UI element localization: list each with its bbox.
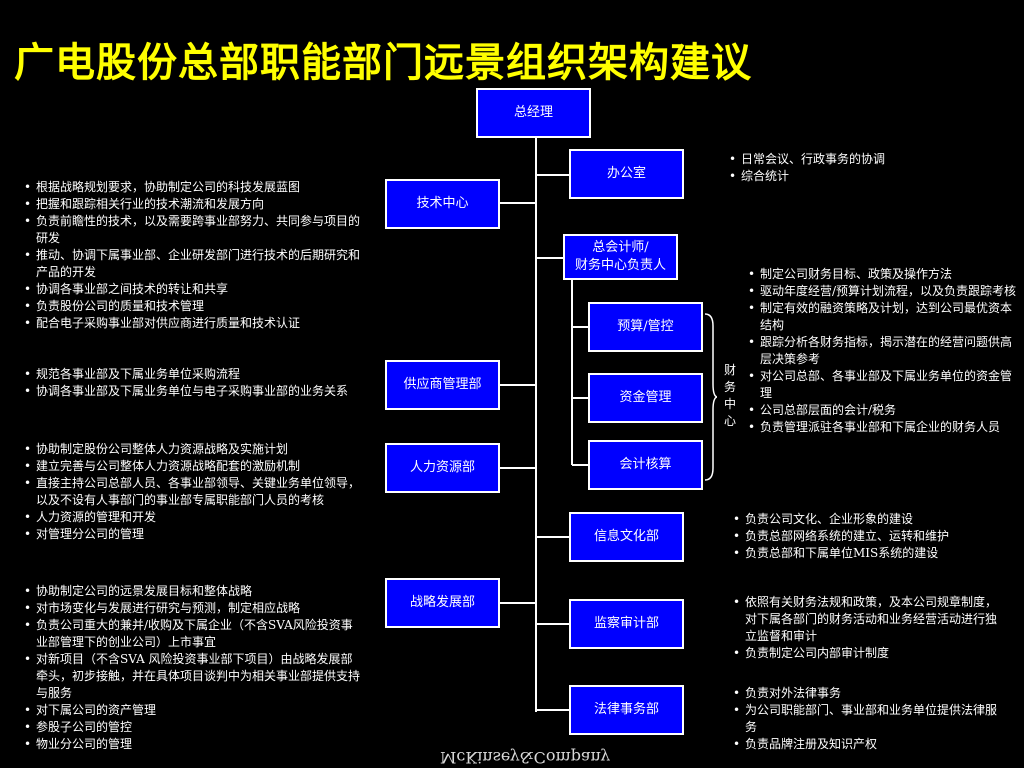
- supplier-management-duties: 规范各事业部及下属业务单位采购流程协调各事业部及下属业务单位与电子采购事业部的业…: [22, 366, 352, 400]
- bullet-item: 把握和跟踪相关行业的技术潮流和发展方向: [22, 196, 362, 213]
- bullet-item: 依照有关财务法规和政策，及本公司规章制度，对下属各部门的财务活动和业务经营活动进…: [731, 594, 999, 645]
- audit-duties: 依照有关财务法规和政策，及本公司规章制度，对下属各部门的财务活动和业务经营活动进…: [731, 594, 999, 662]
- bullet-item: 跟踪分析各财务指标，揭示潜在的经营问题供高层决策参考: [746, 334, 1020, 368]
- legal-duties: 负责对外法律事务为公司职能部门、事业部和业务单位提供法律服务负责品牌注册及知识产…: [731, 685, 999, 753]
- bullet-item: 负责总部和下属单位MIS系统的建设: [731, 545, 1011, 562]
- finance-center-duties: 制定公司财务目标、政策及操作方法驱动年度经营/预算计划流程，以及负责跟踪考核制定…: [746, 266, 1020, 436]
- bullet-item: 人力资源的管理和开发: [22, 509, 362, 526]
- strategy-box: 战略发展部: [385, 578, 500, 628]
- bullet-item: 负责对外法律事务: [731, 685, 999, 702]
- bullet-item: 制定有效的融资策略及计划，达到公司最优资本结构: [746, 300, 1020, 334]
- strategy-duties: 协助制定公司的远景发展目标和整体战略对市场变化与发展进行研究与预测，制定相应战略…: [22, 583, 362, 753]
- bullet-item: 根据战略规划要求，协助制定公司的科技发展蓝图: [22, 179, 362, 196]
- bullet-item: 对市场变化与发展进行研究与预测，制定相应战略: [22, 600, 362, 617]
- bullet-item: 负责管理派驻各事业部和下属企业的财务人员: [746, 419, 1020, 436]
- bullet-item: 协助制定公司的远景发展目标和整体战略: [22, 583, 362, 600]
- bullet-item: 协调各事业部之间技术的转让和共享: [22, 281, 362, 298]
- bullet-item: 负责公司文化、企业形象的建设: [731, 511, 1011, 528]
- general-manager-box: 总经理: [476, 88, 591, 138]
- bullet-item: 协调各事业部及下属业务单位与电子采购事业部的业务关系: [22, 383, 352, 400]
- finance-center-brace: [704, 313, 717, 481]
- hr-duties: 协助制定股份公司整体人力资源战略及实施计划建立完善与公司整体人力资源战略配套的激…: [22, 441, 362, 543]
- tech-center-duties: 根据战略规划要求，协助制定公司的科技发展蓝图把握和跟踪相关行业的技术潮流和发展方…: [22, 179, 362, 332]
- supplier-management-box: 供应商管理部: [385, 360, 500, 410]
- bullet-item: 参股子公司的管控: [22, 719, 362, 736]
- bullet-item: 协助制定股份公司整体人力资源战略及实施计划: [22, 441, 362, 458]
- finance-center-label: 财 务 中 心: [723, 363, 736, 428]
- info-culture-box: 信息文化部: [569, 512, 684, 562]
- bullet-item: 负责公司重大的兼并/收购及下属企业（不含SVA风险投资事业部管理下的创业公司）上…: [22, 617, 362, 651]
- bullet-item: 驱动年度经营/预算计划流程，以及负责跟踪考核: [746, 283, 1020, 300]
- bullet-item: 负责制定公司内部审计制度: [731, 645, 999, 662]
- bullet-item: 对管理分公司的管理: [22, 526, 362, 543]
- accounting-box: 会计核算: [588, 440, 703, 490]
- office-box: 办公室: [569, 149, 684, 199]
- bullet-item: 制定公司财务目标、政策及操作方法: [746, 266, 1020, 283]
- bullet-item: 负责总部网络系统的建立、运转和维护: [731, 528, 1011, 545]
- bullet-item: 对公司总部、各事业部及下属业务单位的资金管理: [746, 368, 1020, 402]
- budget-control-box: 预算/管控: [588, 302, 703, 352]
- bullet-item: 规范各事业部及下属业务单位采购流程: [22, 366, 352, 383]
- hr-box: 人力资源部: [385, 443, 500, 493]
- bullet-item: 建立完善与公司整体人力资源战略配套的激励机制: [22, 458, 362, 475]
- info-culture-duties: 负责公司文化、企业形象的建设负责总部网络系统的建立、运转和维护负责总部和下属单位…: [731, 511, 1011, 562]
- bullet-item: 综合统计: [727, 168, 967, 185]
- tech-center-box: 技术中心: [385, 179, 500, 229]
- bullet-item: 对下属公司的资产管理: [22, 702, 362, 719]
- bullet-item: 为公司职能部门、事业部和业务单位提供法律服务: [731, 702, 999, 736]
- legal-box: 法律事务部: [569, 685, 684, 735]
- office-duties: 日常会议、行政事务的协调 综合统计: [727, 151, 967, 185]
- bullet-item: 日常会议、行政事务的协调: [727, 151, 967, 168]
- bullet-item: 配合电子采购事业部对供应商进行质量和技术认证: [22, 315, 362, 332]
- bullet-item: 直接主持公司总部人员、各事业部领导、关键业务单位领导，以及不设有人事部门的事业部…: [22, 475, 362, 509]
- bullet-item: 推动、协调下属事业部、企业研发部门进行技术的后期研究和产品的开发: [22, 247, 362, 281]
- bullet-item: 负责前瞻性的技术，以及需要跨事业部努力、共同参与项目的研发: [22, 213, 362, 247]
- audit-box: 监察审计部: [569, 599, 684, 649]
- page-title: 广电股份总部职能部门远景组织架构建议: [14, 40, 752, 86]
- bullet-item: 公司总部层面的会计/税务: [746, 402, 1020, 419]
- mckinsey-logo: McKinsey&Company: [440, 748, 610, 767]
- cfo-box: 总会计师/ 财务中心负责人: [563, 234, 678, 280]
- treasury-box: 资金管理: [588, 373, 703, 423]
- bullet-item: 物业分公司的管理: [22, 736, 362, 753]
- bullet-item: 对新项目（不含SVA 风险投资事业部下项目）由战略发展部牵头，初步接触，并在具体…: [22, 651, 362, 702]
- bullet-item: 负责品牌注册及知识产权: [731, 736, 999, 753]
- bullet-item: 负责股份公司的质量和技术管理: [22, 298, 362, 315]
